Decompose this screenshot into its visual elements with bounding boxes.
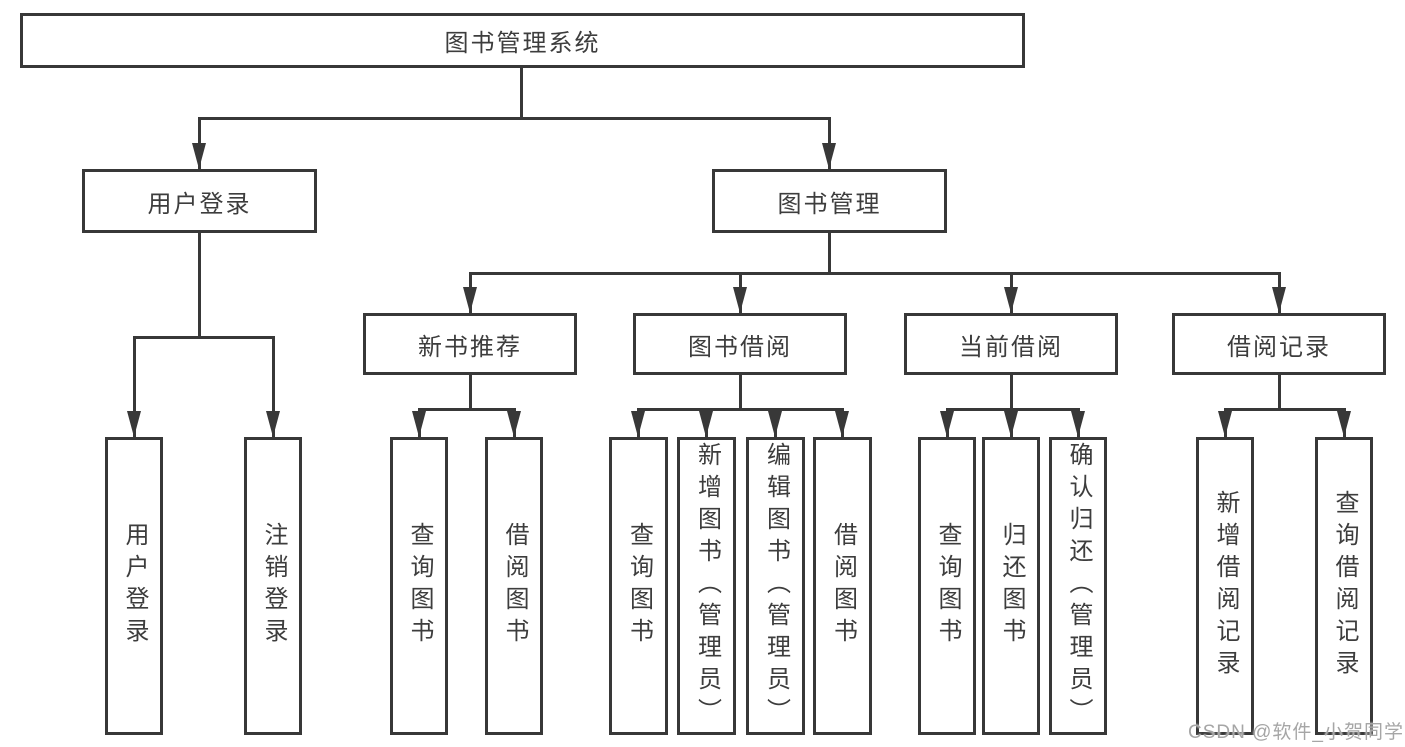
connector-line: [1278, 375, 1281, 408]
node-logout: 注销登录: [244, 437, 302, 735]
connector-line: [828, 233, 831, 272]
connector-line: [946, 408, 1080, 411]
arrowhead-icon: [940, 411, 954, 437]
node-label: 图书管理: [777, 190, 882, 218]
connector-line: [133, 336, 136, 437]
connector-line: [418, 408, 516, 411]
arrowhead-icon: [127, 411, 141, 437]
node-label: 确认归还（管理员）: [1065, 442, 1092, 730]
node-book-borrowing: 图书借阅: [633, 313, 847, 375]
node-borrowing-records: 借阅记录: [1172, 313, 1386, 375]
arrowhead-icon: [699, 411, 713, 437]
node-borrow-books-borrowing: 借阅图书: [813, 437, 872, 735]
connector-line: [520, 68, 523, 117]
node-label: 查询图书: [406, 522, 433, 650]
arrowhead-icon: [631, 411, 645, 437]
node-label: 新书推荐: [418, 333, 522, 361]
arrowhead-icon: [1071, 411, 1085, 437]
node-label: 查询借阅记录: [1331, 490, 1358, 682]
arrowhead-icon: [733, 287, 747, 313]
node-borrow-books-recommend: 借阅图书: [485, 437, 543, 735]
connector-line: [739, 375, 742, 408]
arrowhead-icon: [768, 411, 782, 437]
connector-line: [637, 408, 844, 411]
arrowhead-icon: [192, 143, 206, 169]
arrowhead-icon: [1272, 287, 1286, 313]
arrowhead-icon: [1004, 411, 1018, 437]
node-new-book-recommend: 新书推荐: [363, 313, 577, 375]
arrowhead-icon: [412, 411, 426, 437]
node-user-login: 用户登录: [82, 169, 317, 233]
arrowhead-icon: [822, 143, 836, 169]
node-book-management: 图书管理: [712, 169, 947, 233]
node-query-books-borrowing: 查询图书: [609, 437, 668, 735]
node-add-book-admin: 新增图书（管理员）: [677, 437, 736, 735]
connector-line: [1224, 408, 1346, 411]
arrowhead-icon: [1218, 411, 1232, 437]
node-library-management-system: 图书管理系统: [20, 13, 1025, 68]
arrowhead-icon: [1004, 287, 1018, 313]
node-user-login-leaf: 用户登录: [105, 437, 163, 735]
connector-line: [469, 375, 472, 408]
arrowhead-icon: [266, 411, 280, 437]
node-label: 归还图书: [998, 522, 1025, 650]
node-label: 新增图书（管理员）: [693, 442, 721, 730]
node-label: 编辑图书（管理员）: [762, 442, 790, 730]
connector-line: [198, 233, 201, 336]
node-label: 图书借阅: [688, 333, 792, 361]
node-label: 图书管理系统: [444, 30, 601, 57]
node-current-borrowing: 当前借阅: [904, 313, 1118, 375]
node-label: 新增借阅记录: [1212, 490, 1239, 682]
node-label: 查询图书: [625, 522, 653, 650]
csdn-watermark: CSDN @软件_小贺同学: [1188, 722, 1404, 743]
connector-line: [133, 336, 275, 339]
node-edit-book-admin: 编辑图书（管理员）: [746, 437, 805, 735]
connector-line: [469, 272, 1281, 275]
arrowhead-icon: [463, 287, 477, 313]
arrowhead-icon: [835, 411, 849, 437]
node-query-borrow-record: 查询借阅记录: [1315, 437, 1373, 735]
arrowhead-icon: [507, 411, 521, 437]
connector-line: [272, 336, 275, 437]
node-label: 当前借阅: [959, 333, 1063, 361]
node-label: 用户登录: [147, 190, 252, 218]
node-label: 借阅图书: [501, 522, 528, 650]
node-label: 注销登录: [260, 522, 287, 650]
connector-line: [198, 117, 831, 120]
node-label: 用户登录: [121, 522, 148, 650]
node-query-books-recommend: 查询图书: [390, 437, 448, 735]
node-add-borrow-record: 新增借阅记录: [1196, 437, 1254, 735]
node-confirm-return-admin: 确认归还（管理员）: [1049, 437, 1107, 735]
node-return-book: 归还图书: [982, 437, 1040, 735]
node-label: 查询图书: [934, 522, 961, 650]
node-query-books-current: 查询图书: [918, 437, 976, 735]
node-label: 借阅记录: [1227, 333, 1331, 361]
node-label: 借阅图书: [829, 522, 857, 650]
connector-line: [1010, 375, 1013, 408]
arrowhead-icon: [1337, 411, 1351, 437]
